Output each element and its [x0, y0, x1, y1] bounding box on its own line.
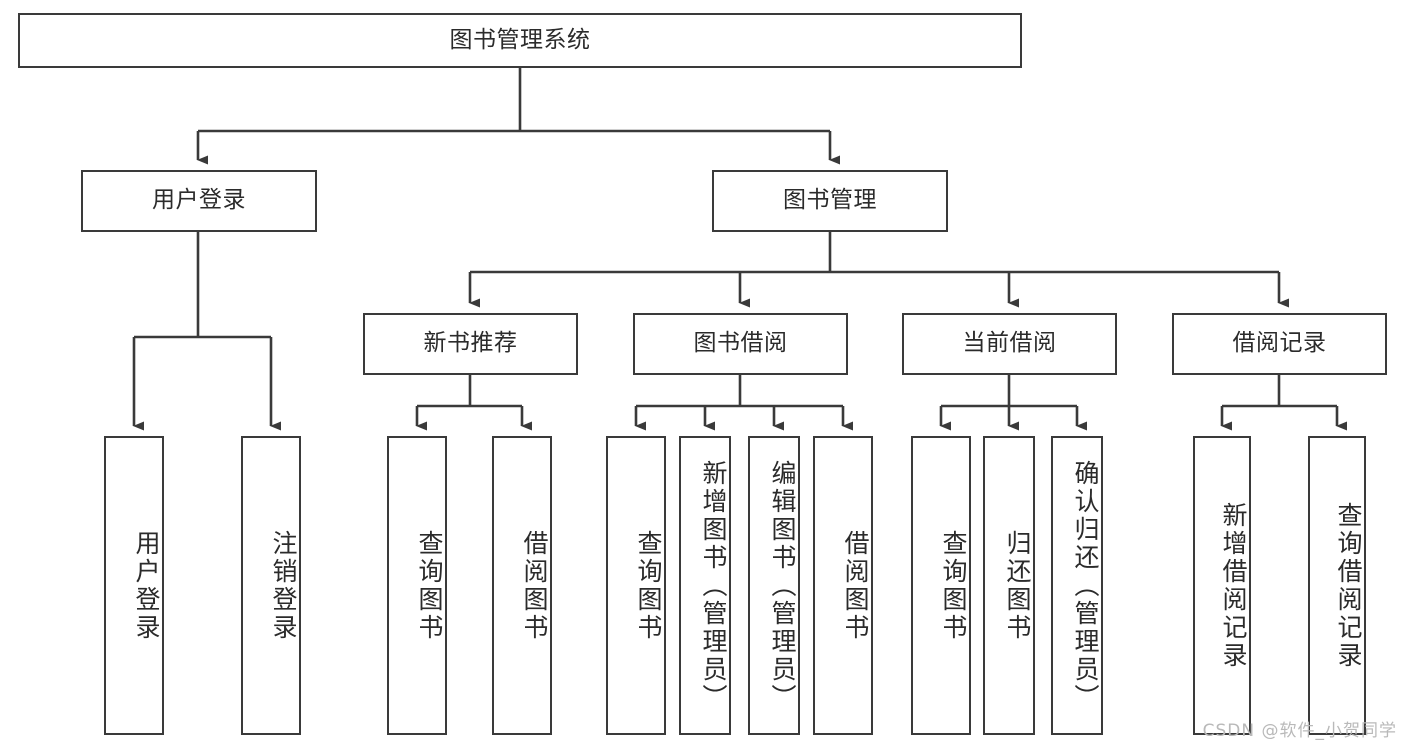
node-leaf-query-book-3[interactable]: 查询图书 — [911, 436, 971, 735]
node-leaf-logout-login[interactable]: 注销登录 — [241, 436, 301, 735]
node-leaf-query-book-2-label: 查询图书 — [634, 529, 663, 642]
node-leaf-user-login-label: 用户登录 — [132, 529, 161, 642]
csdn-watermark: CSDN @软件_小贺同学 — [1202, 721, 1397, 741]
node-leaf-logout-login-label: 注销登录 — [269, 529, 298, 642]
node-leaf-return-book[interactable]: 归还图书 — [983, 436, 1035, 735]
node-leaf-add-book-label: 新增图书（管理员） — [699, 459, 728, 712]
node-leaf-query-book-1-label: 查询图书 — [415, 529, 444, 642]
node-book-manage-label: 图书管理 — [783, 187, 877, 214]
node-root-system-label: 图书管理系统 — [449, 26, 591, 53]
node-leaf-add-record[interactable]: 新增借阅记录 — [1193, 436, 1251, 735]
node-current-borrow[interactable]: 当前借阅 — [902, 313, 1117, 375]
node-user-login-label: 用户登录 — [152, 187, 246, 214]
node-leaf-add-book[interactable]: 新增图书（管理员） — [679, 436, 731, 735]
node-leaf-query-book-3-label: 查询图书 — [939, 529, 968, 642]
node-book-borrow[interactable]: 图书借阅 — [633, 313, 848, 375]
node-leaf-edit-book[interactable]: 编辑图书（管理员） — [748, 436, 800, 735]
node-leaf-query-book-2[interactable]: 查询图书 — [606, 436, 666, 735]
node-leaf-borrow-book-2[interactable]: 借阅图书 — [813, 436, 873, 735]
node-leaf-borrow-book-1[interactable]: 借阅图书 — [492, 436, 552, 735]
node-leaf-query-record-label: 查询借阅记录 — [1334, 501, 1363, 670]
node-borrow-record[interactable]: 借阅记录 — [1172, 313, 1387, 375]
node-leaf-user-login[interactable]: 用户登录 — [104, 436, 164, 735]
node-leaf-borrow-book-1-label: 借阅图书 — [520, 529, 549, 642]
node-new-book-recommend-label: 新书推荐 — [423, 330, 518, 357]
node-leaf-confirm-return-label: 确认归还（管理员） — [1071, 459, 1100, 712]
node-leaf-query-book-1[interactable]: 查询图书 — [387, 436, 447, 735]
node-root-system[interactable]: 图书管理系统 — [18, 13, 1022, 68]
node-leaf-add-record-label: 新增借阅记录 — [1219, 501, 1248, 670]
node-borrow-record-label: 借阅记录 — [1232, 330, 1327, 357]
node-leaf-return-book-label: 归还图书 — [1003, 529, 1032, 642]
node-book-borrow-label: 图书借阅 — [693, 330, 788, 357]
node-new-book-recommend[interactable]: 新书推荐 — [363, 313, 578, 375]
node-current-borrow-label: 当前借阅 — [962, 330, 1057, 357]
node-leaf-confirm-return[interactable]: 确认归还（管理员） — [1051, 436, 1103, 735]
node-leaf-query-record[interactable]: 查询借阅记录 — [1308, 436, 1366, 735]
node-leaf-borrow-book-2-label: 借阅图书 — [841, 529, 870, 642]
node-user-login[interactable]: 用户登录 — [81, 170, 317, 232]
node-book-manage[interactable]: 图书管理 — [712, 170, 948, 232]
node-leaf-edit-book-label: 编辑图书（管理员） — [768, 459, 797, 712]
